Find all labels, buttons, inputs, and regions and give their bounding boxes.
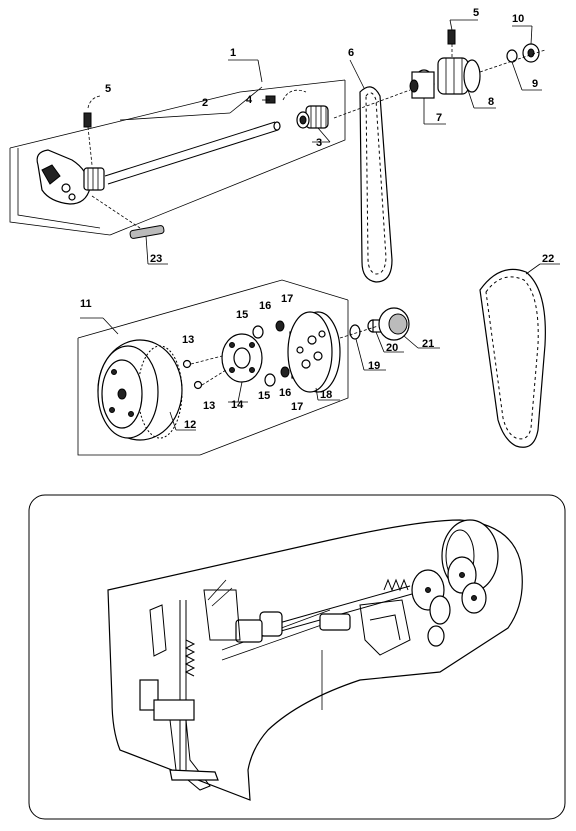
stop-motion-disc xyxy=(287,311,341,393)
callout-17-upper: 17 xyxy=(281,293,293,305)
callout-18: 18 xyxy=(320,389,332,401)
callout-20: 20 xyxy=(386,342,398,354)
callout-8: 8 xyxy=(488,96,494,108)
callout-21: 21 xyxy=(422,338,434,350)
callout-16-upper: 16 xyxy=(259,300,271,312)
callout-4: 4 xyxy=(246,94,253,106)
callout-15-upper: 15 xyxy=(236,309,248,321)
callout-2: 2 xyxy=(202,97,208,109)
callout-19: 19 xyxy=(368,360,380,372)
callout-23: 23 xyxy=(150,253,162,265)
upper-shaft xyxy=(104,121,281,185)
callout-1: 1 xyxy=(230,47,236,59)
set-screw-left xyxy=(83,95,101,166)
callout-16-lower: 16 xyxy=(279,387,291,399)
callout-10: 10 xyxy=(512,13,524,25)
pulley-right-group xyxy=(333,29,546,119)
callout-12: 12 xyxy=(184,419,196,431)
timing-belt-upper xyxy=(359,86,393,283)
shaft-assembly-group xyxy=(9,79,346,236)
machine-overview xyxy=(28,494,566,820)
callout-7: 7 xyxy=(436,112,442,124)
callout-13-upper: 13 xyxy=(182,334,194,346)
callout-11: 11 xyxy=(80,298,92,310)
callout-15-lower: 15 xyxy=(258,390,270,402)
callout-3: 3 xyxy=(316,137,322,149)
shaft-pulley xyxy=(265,89,329,129)
callout-6: 6 xyxy=(348,47,354,59)
callout-leaders xyxy=(145,19,560,431)
stop-motion-knob xyxy=(339,307,410,341)
motor-belt xyxy=(479,268,546,448)
callout-5-right: 5 xyxy=(473,7,479,19)
callout-17-lower: 17 xyxy=(291,401,303,413)
clutch-plate xyxy=(182,320,301,390)
callout-22: 22 xyxy=(542,253,554,265)
handwheel xyxy=(97,339,183,441)
callout-9: 9 xyxy=(532,78,538,90)
crank-end xyxy=(36,149,105,205)
handwheel-group xyxy=(77,279,349,456)
callout-13-lower: 13 xyxy=(203,400,215,412)
callout-14: 14 xyxy=(231,399,244,411)
callout-5-left: 5 xyxy=(105,83,111,95)
callout-labels: 1 2 3 4 5 5 6 7 8 9 10 11 12 13 13 14 15… xyxy=(80,7,554,431)
spring xyxy=(91,195,165,239)
